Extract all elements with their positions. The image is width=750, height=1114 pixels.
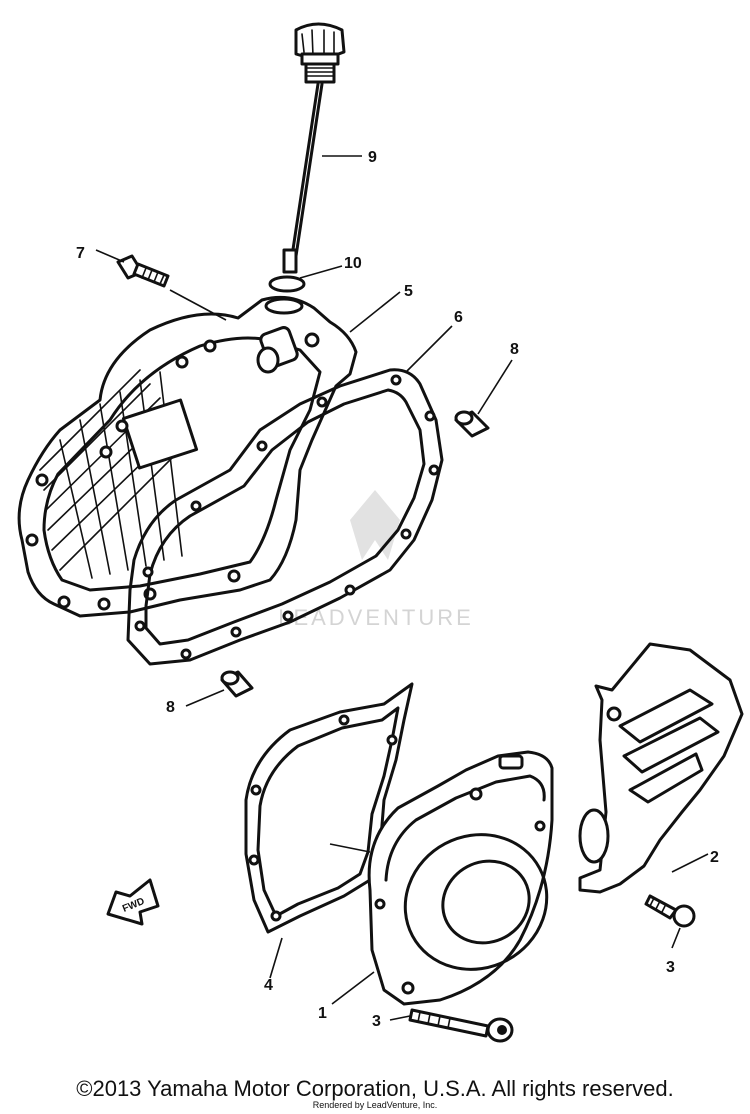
copyright-footer: ©2013 Yamaha Motor Corporation, U.S.A. A… (76, 1076, 674, 1101)
callouts: 9 10 7 5 6 8 8 2 4 1 3 3 (76, 149, 719, 1030)
part-7-bolt[interactable] (116, 254, 170, 288)
callout-8-lower: 8 (166, 699, 175, 716)
part-9-dipstick[interactable] (282, 22, 346, 274)
callout-9: 9 (368, 149, 377, 166)
part-1-flywheel-cover[interactable] (367, 750, 570, 1006)
callout-7: 7 (76, 245, 85, 262)
callout-6: 6 (454, 309, 463, 326)
callout-3-right: 3 (666, 959, 675, 976)
leadventure-watermark: LEADVENTURE (278, 490, 474, 630)
leader-lines (95, 155, 709, 1021)
part-3-bolt-right[interactable] (644, 894, 696, 928)
callout-8-upper: 8 (510, 341, 519, 358)
callout-3-lower: 3 (372, 1013, 381, 1030)
part-6-gasket[interactable] (126, 368, 444, 666)
callout-4: 4 (264, 977, 273, 994)
part-8-dowel-pin-upper[interactable] (454, 410, 490, 438)
part-5-crankcase-cover[interactable] (17, 295, 358, 618)
callout-5: 5 (404, 283, 413, 300)
watermark-text: LEADVENTURE (278, 605, 474, 630)
callout-2: 2 (710, 849, 719, 866)
part-10-o-ring[interactable] (268, 275, 306, 293)
part-2-sprocket-cover[interactable] (578, 642, 744, 894)
part-8-dowel-pin-lower[interactable] (220, 670, 254, 698)
callout-1: 1 (318, 1005, 327, 1022)
rendered-by-footer: Rendered by LeadVenture, Inc. (312, 1100, 438, 1110)
fwd-arrow: FWD (106, 878, 160, 926)
callout-10: 10 (344, 255, 362, 272)
part-3-bolt-lower[interactable] (408, 1008, 514, 1043)
